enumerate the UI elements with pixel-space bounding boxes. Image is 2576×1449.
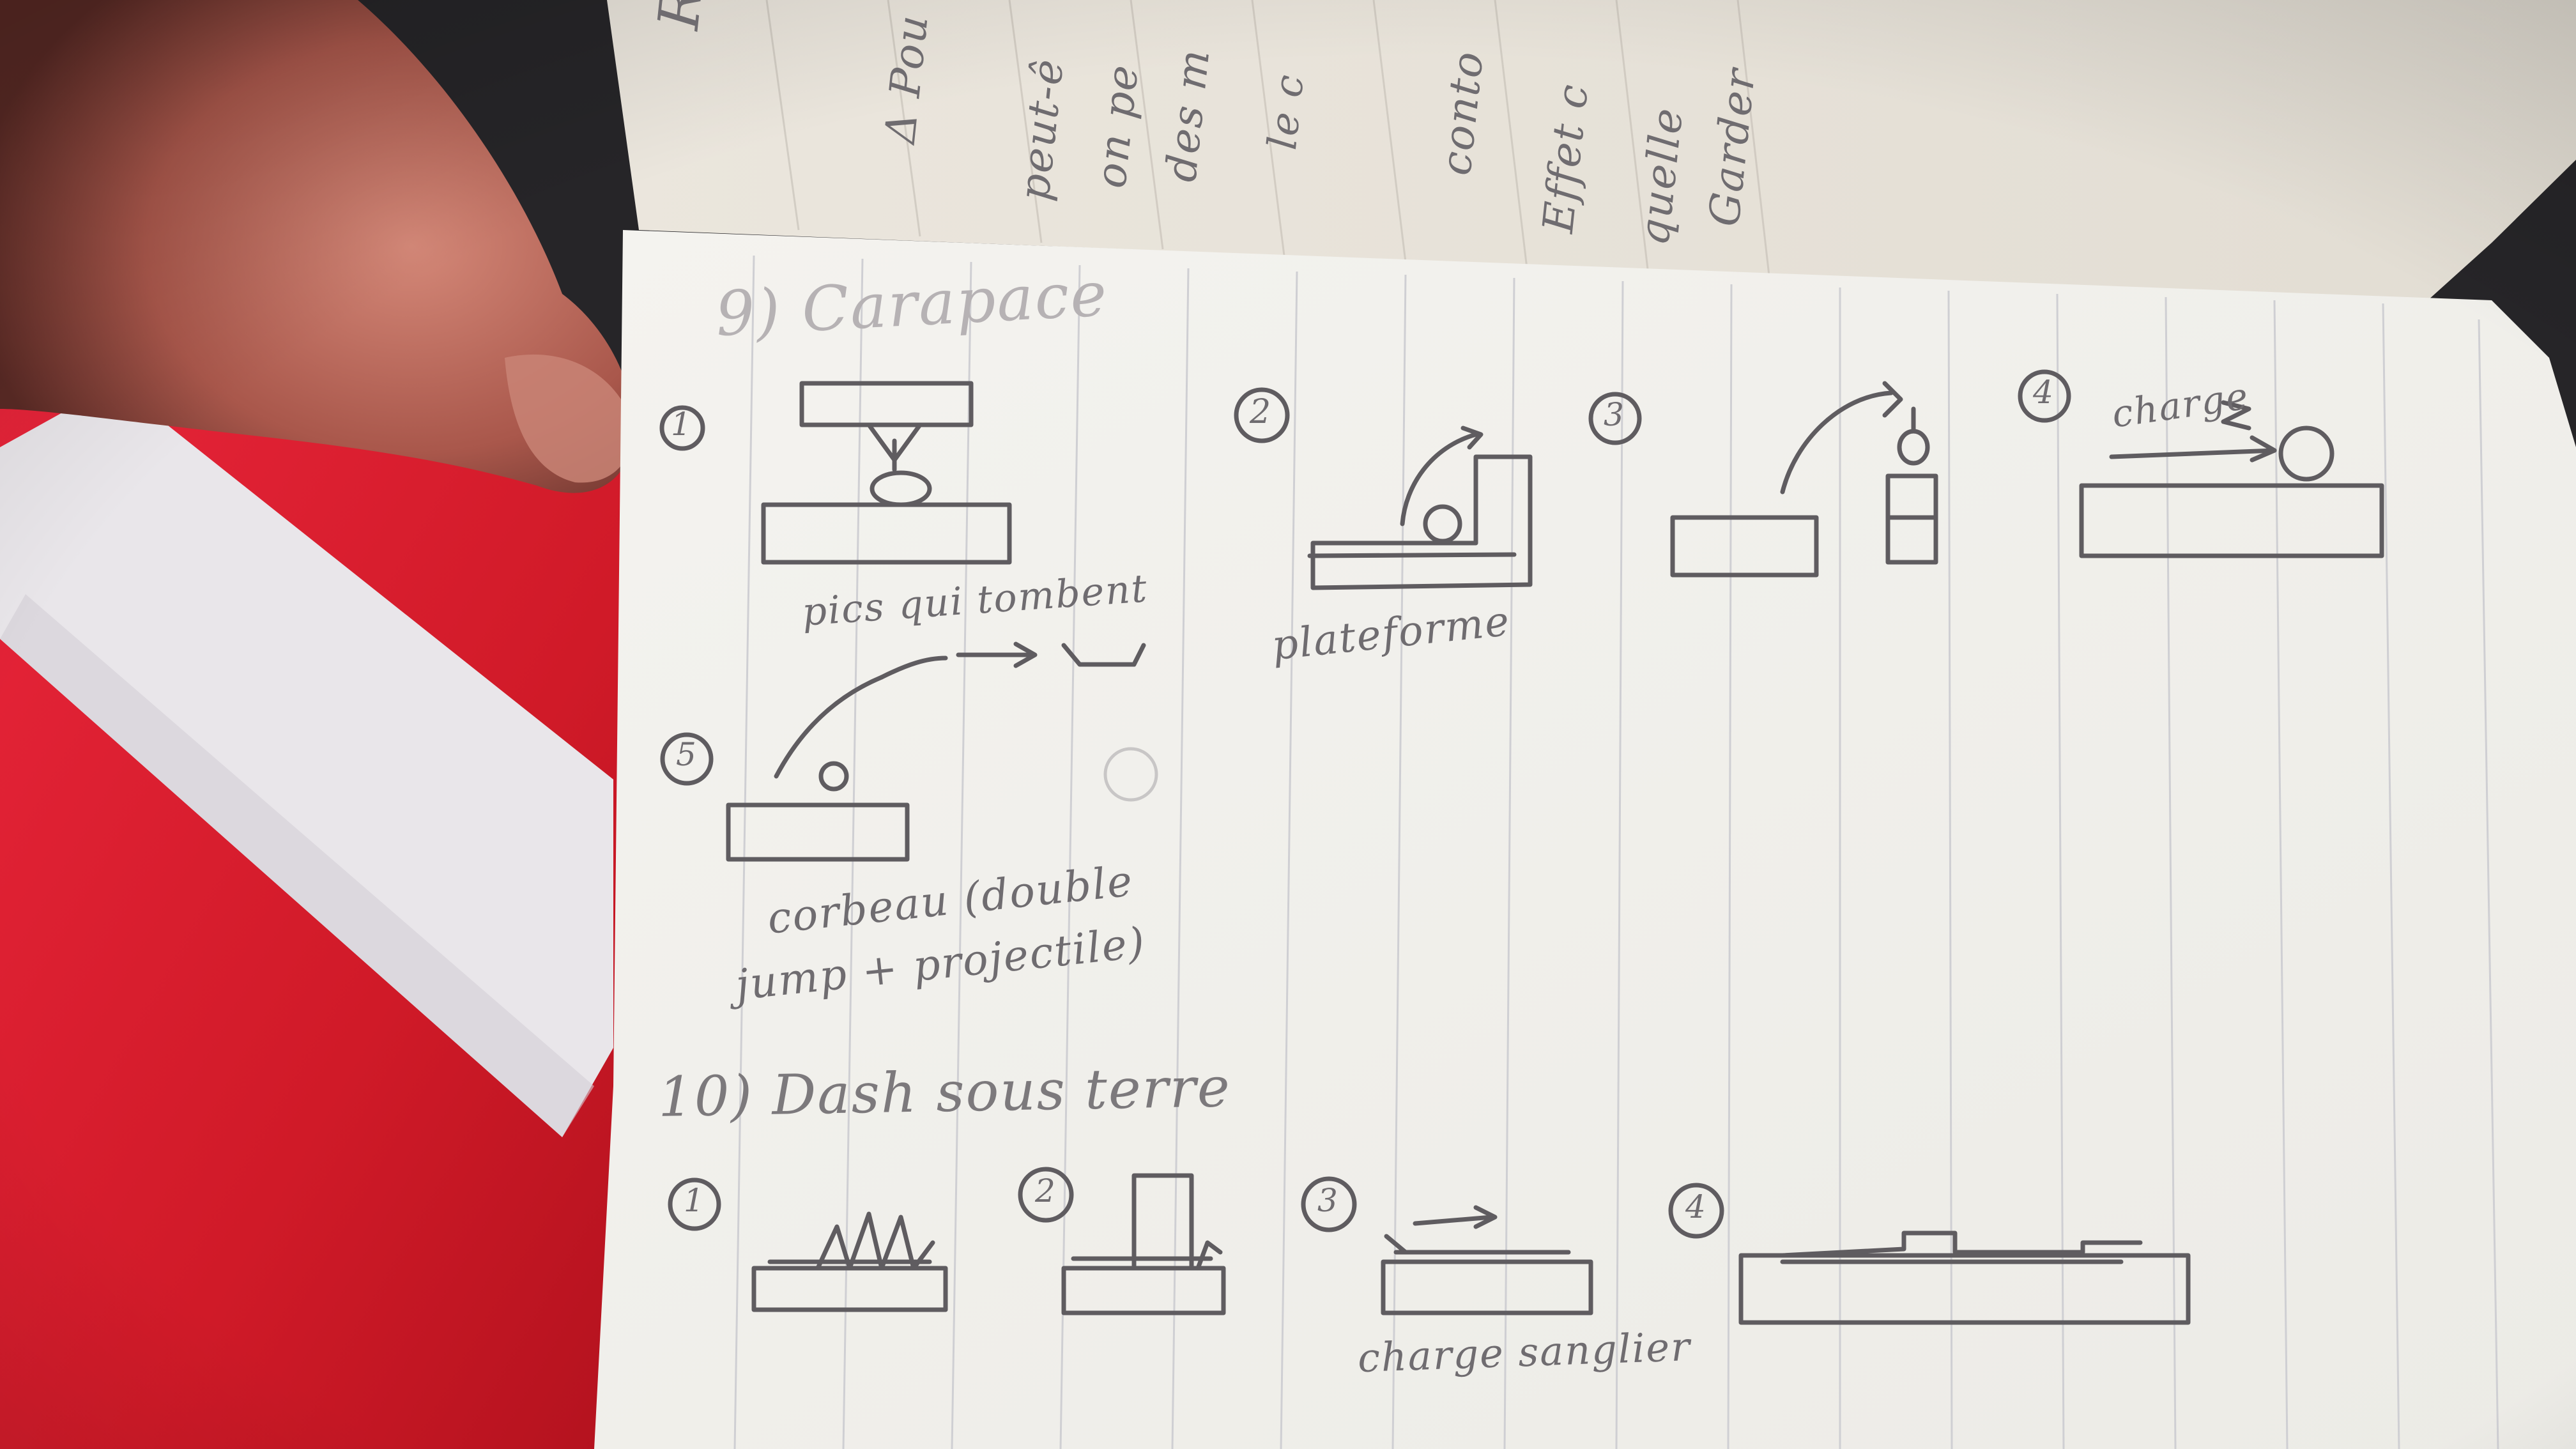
item-9-2-number: 2 xyxy=(1250,393,1273,431)
section-10-heading: 10) Dash sous terre xyxy=(657,1055,1232,1130)
item-9-5-number: 5 xyxy=(676,736,698,773)
item-9-1-number: 1 xyxy=(671,406,693,443)
item-10-4-number: 4 xyxy=(1685,1188,1707,1225)
item-10-3-number: 3 xyxy=(1317,1182,1339,1219)
item-9-4-number: 4 xyxy=(2033,374,2055,411)
top-page-text-5: le c xyxy=(1259,71,1314,152)
item-10-2-number: 2 xyxy=(1035,1172,1057,1209)
item-9-3-number: 3 xyxy=(1604,396,1625,433)
item-10-1-number: 1 xyxy=(684,1182,705,1219)
